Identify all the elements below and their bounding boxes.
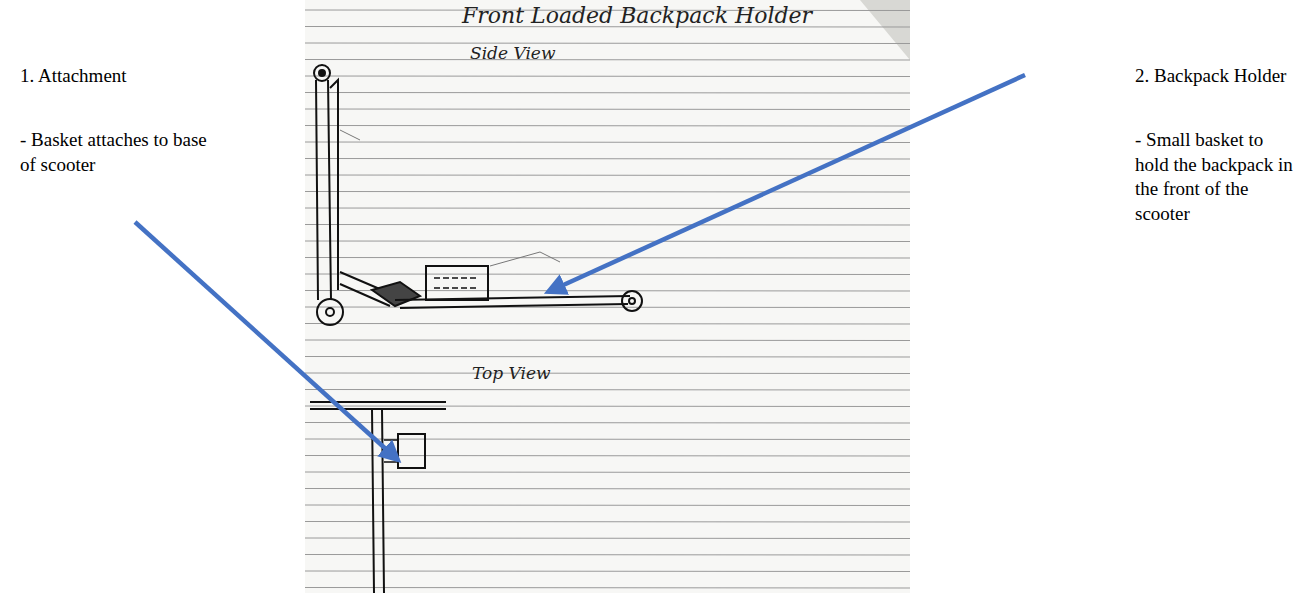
scooter-top-view [310,402,446,593]
ruled-line [305,43,910,45]
ruled-line [305,175,910,177]
ruled-line [305,538,910,540]
ruled-line [305,158,910,160]
ruled-line [305,274,910,276]
leader-arrows [135,75,1025,460]
ruled-line [305,587,910,589]
callout-title: 1. Attachment [20,64,280,89]
view-label: Side View [470,42,620,64]
leader-arrow [548,75,1025,292]
ruled-line [305,92,910,94]
ruled-line [305,191,910,193]
leader-arrow [135,222,398,460]
ruled-line [305,59,910,61]
ruled-line [305,257,910,259]
notebook-page [305,0,910,593]
view-label: Top View [472,362,622,384]
ruled-line [305,554,910,556]
ruled-line [305,109,910,111]
ruled-line [305,422,910,424]
ruled-line [305,356,910,358]
ruled-line [305,472,910,474]
callout-note: - Basket attaches to base of scooter [20,128,220,177]
ruled-line [305,389,910,391]
page-title: Front Loaded Backpack Holder [462,2,902,31]
ruled-line [305,488,910,490]
callout-title: 2. Backpack Holder [1135,64,1299,89]
ruled-line [305,571,910,573]
ruled-line [305,340,910,342]
ruled-line [305,323,910,325]
ruled-line [305,373,910,375]
callout-note: - Small basket to hold the backpack in t… [1135,128,1299,227]
ruled-line [305,142,910,144]
ruled-line [305,521,910,523]
ruled-line [305,224,910,226]
ruled-line [305,76,910,78]
ruled-line [305,125,910,127]
ruled-line [305,208,910,210]
ruled-line [305,241,910,243]
ruled-line [305,505,910,507]
ruled-line [305,406,910,408]
scooter-side-view [314,65,642,325]
